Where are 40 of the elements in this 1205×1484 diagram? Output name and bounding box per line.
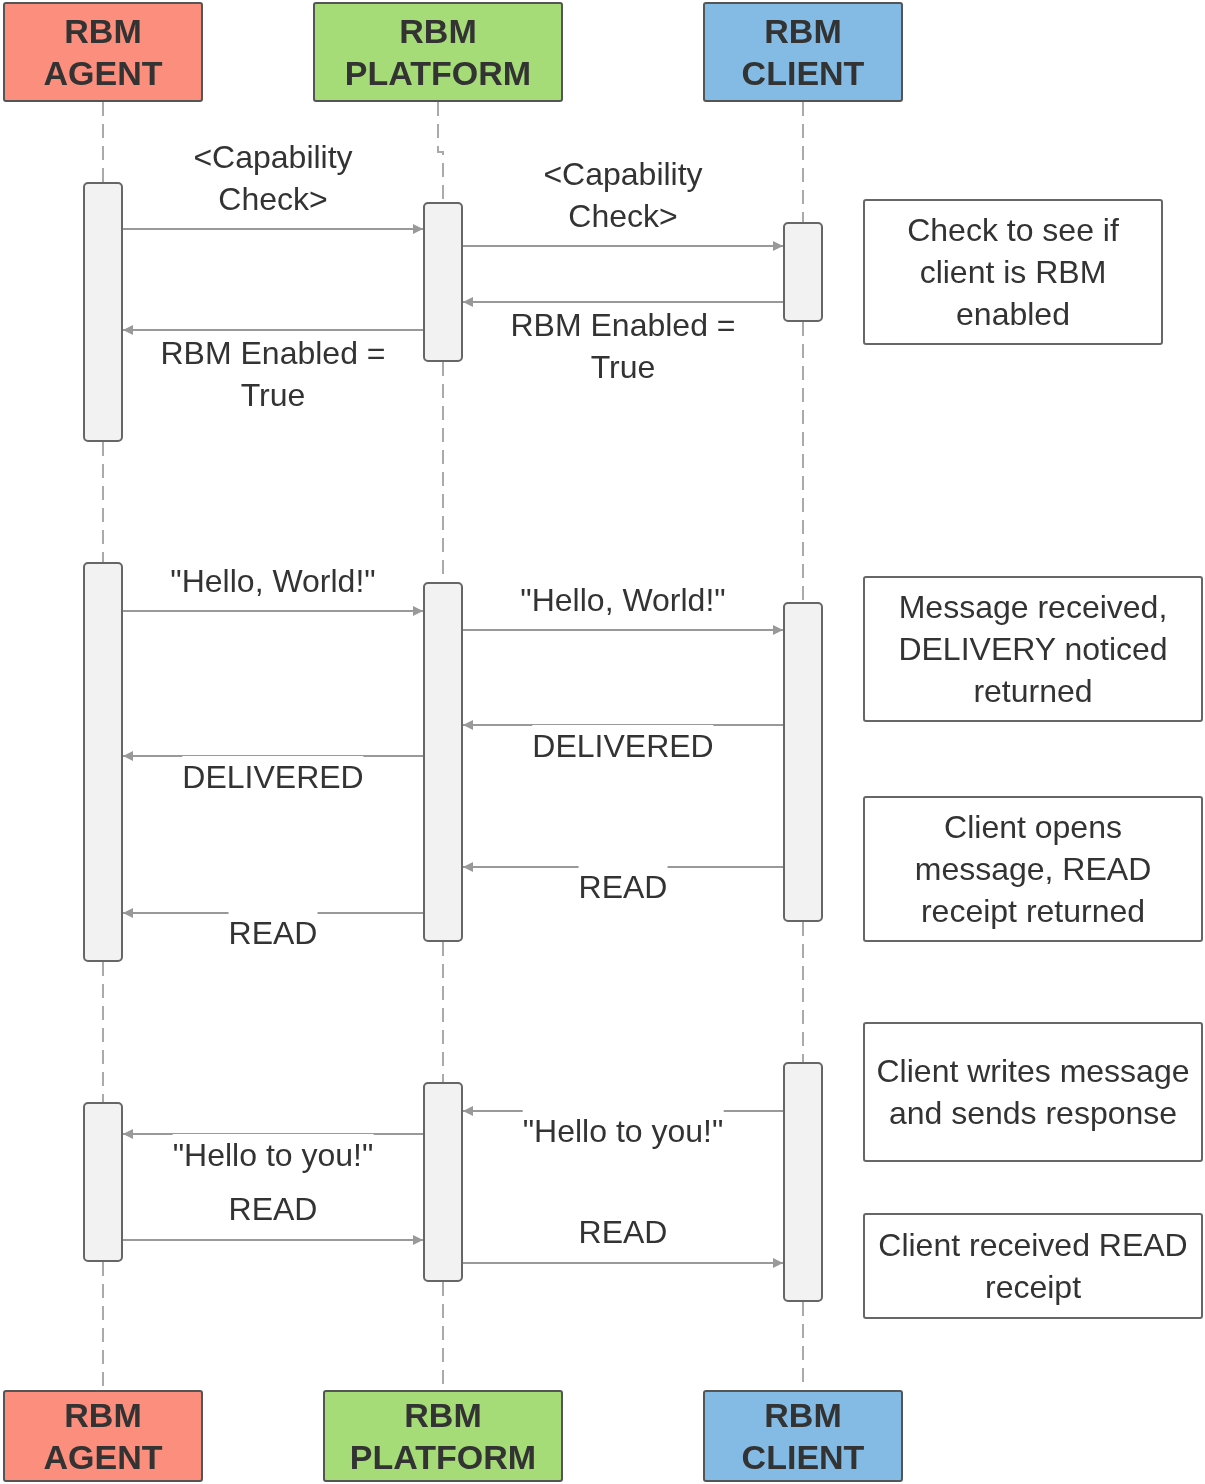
message-arrow [462,241,784,251]
lifeline [102,101,104,183]
activation-bar [83,1102,123,1262]
activation-bar [423,582,463,942]
note-box: Check to see if client is RBM enabled [863,199,1163,345]
edge-label: "Hello to you!" [522,1110,724,1152]
lifeline-header: RBM CLIENT [703,2,903,102]
note-box: Client writes message and sends response [863,1022,1203,1162]
lifeline [802,921,804,1063]
lifeline [802,101,804,223]
activation-bar [783,1062,823,1302]
note-box: Client opens message, READ receipt returned [863,796,1203,942]
message-arrow [122,751,424,761]
activation-bar [423,202,463,362]
message-arrow [462,625,784,635]
activation-bar [83,182,123,442]
activation-bar [423,1082,463,1282]
message-arrow [122,325,424,335]
lifeline [102,961,104,1103]
message-arrow [462,1258,784,1268]
activation-bar [783,602,823,922]
note-box: Message received, DELIVERY noticed returned [863,576,1203,722]
message-arrow [462,720,784,730]
lifeline-header: RBM PLATFORM [313,2,563,102]
lifeline-header: RBM CLIENT [703,1390,903,1482]
message-arrow [462,297,784,307]
edge-label: "Hello to you!" [172,1134,374,1176]
activation-bar [83,562,123,962]
message-arrow [122,1129,424,1139]
message-arrow [122,224,424,234]
message-arrow [122,1235,424,1245]
activation-bar [783,222,823,322]
lifeline-header: RBM AGENT [3,2,203,102]
lifeline [442,941,444,1083]
lifeline [802,321,804,603]
message-arrow [122,606,424,616]
note-box: Client received READ receipt [863,1213,1203,1319]
lifeline-header: RBM PLATFORM [323,1390,563,1482]
lifeline [102,441,104,563]
lifeline-header: RBM AGENT [3,1390,203,1482]
